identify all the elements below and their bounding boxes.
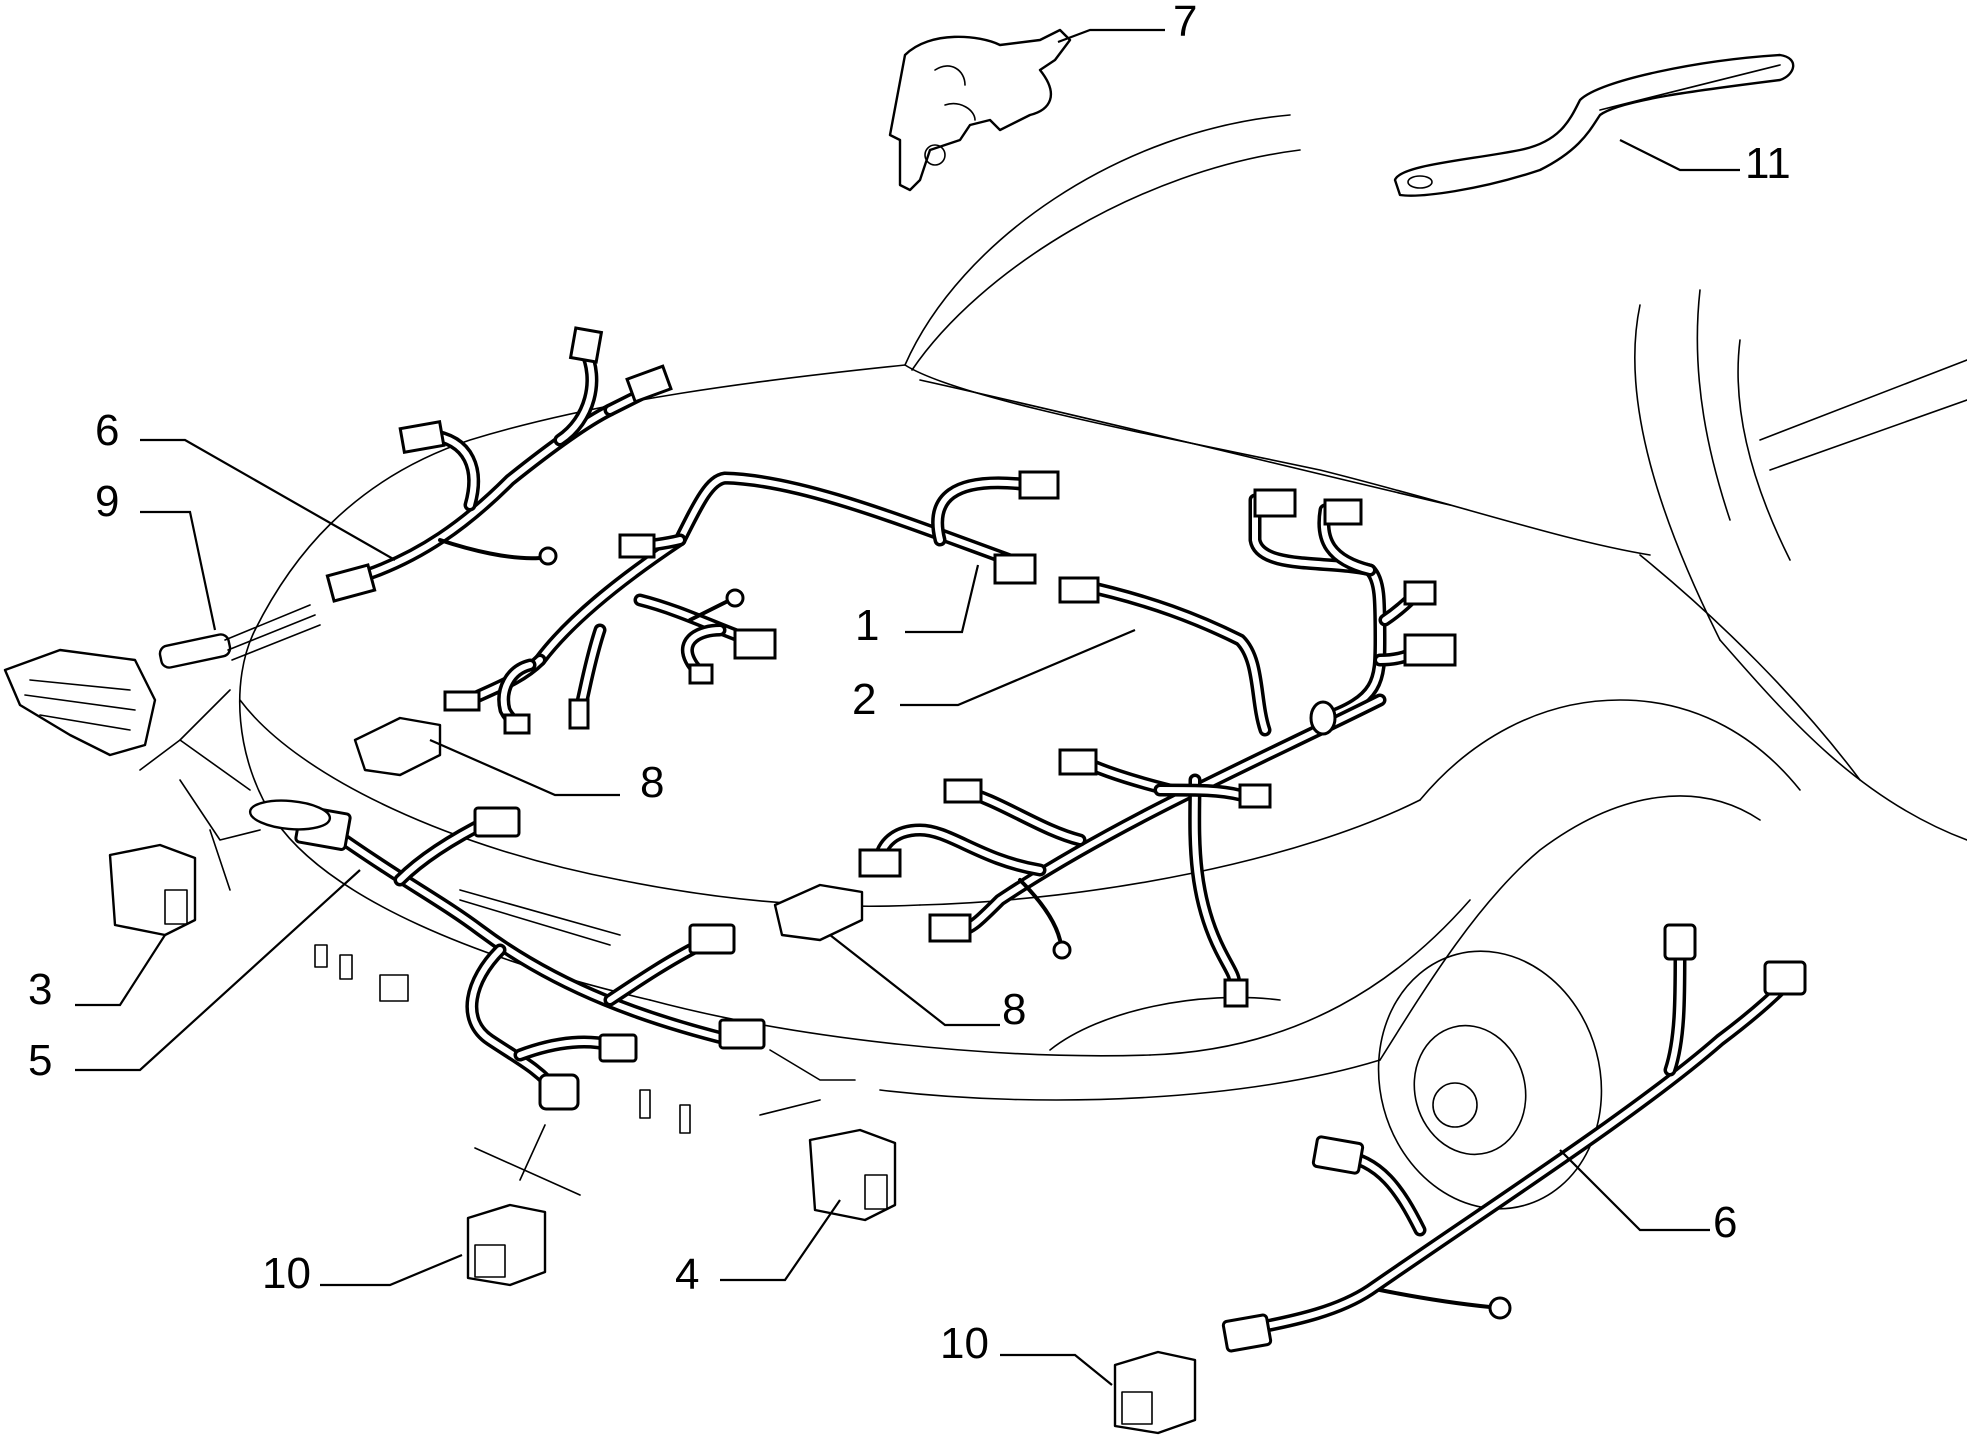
- callout-2: 2: [852, 675, 876, 724]
- leader-lines: [75, 28, 1740, 1386]
- connector-block-4: [808, 1128, 897, 1222]
- harness-5-bumper: [248, 799, 766, 1111]
- harness-6-upper: [325, 326, 673, 603]
- clip-part-7: [888, 28, 1072, 192]
- headlight-unit: [3, 648, 157, 757]
- callout-7: 7: [1173, 0, 1197, 46]
- callout-6-upper: 6: [95, 406, 119, 455]
- connector-housing-8a: [353, 716, 442, 777]
- callout-5: 5: [28, 1036, 52, 1085]
- callout-10-right: 10: [940, 1319, 989, 1368]
- callout-1: 1: [855, 601, 879, 650]
- callout-3: 3: [28, 965, 52, 1014]
- harness-2-right: [858, 488, 1457, 1008]
- car-body-outline: [238, 114, 1967, 1210]
- harness-6-lower: [1221, 923, 1807, 1353]
- connector-block-10b: [1113, 1350, 1197, 1435]
- cable-tie-part-11: [1393, 53, 1795, 197]
- connector-block-10a: [466, 1203, 547, 1287]
- bulb-socket-9: [158, 604, 321, 669]
- callout-labels: 1 2 3 4 5 6 6 7 8 8 9 10 10 11: [28, 0, 1791, 1368]
- callout-11: 11: [1745, 139, 1791, 188]
- callout-8-right: 8: [1002, 985, 1026, 1034]
- callout-9: 9: [95, 477, 119, 526]
- location-marks: [139, 689, 856, 1196]
- callout-6-lower: 6: [1713, 1198, 1737, 1247]
- callout-4: 4: [675, 1250, 699, 1299]
- connector-block-3: [108, 843, 197, 937]
- callout-10-left: 10: [262, 1249, 311, 1298]
- connector-housing-8b: [773, 883, 864, 942]
- harness-1-main: [443, 470, 1060, 735]
- callout-8-left: 8: [640, 758, 664, 807]
